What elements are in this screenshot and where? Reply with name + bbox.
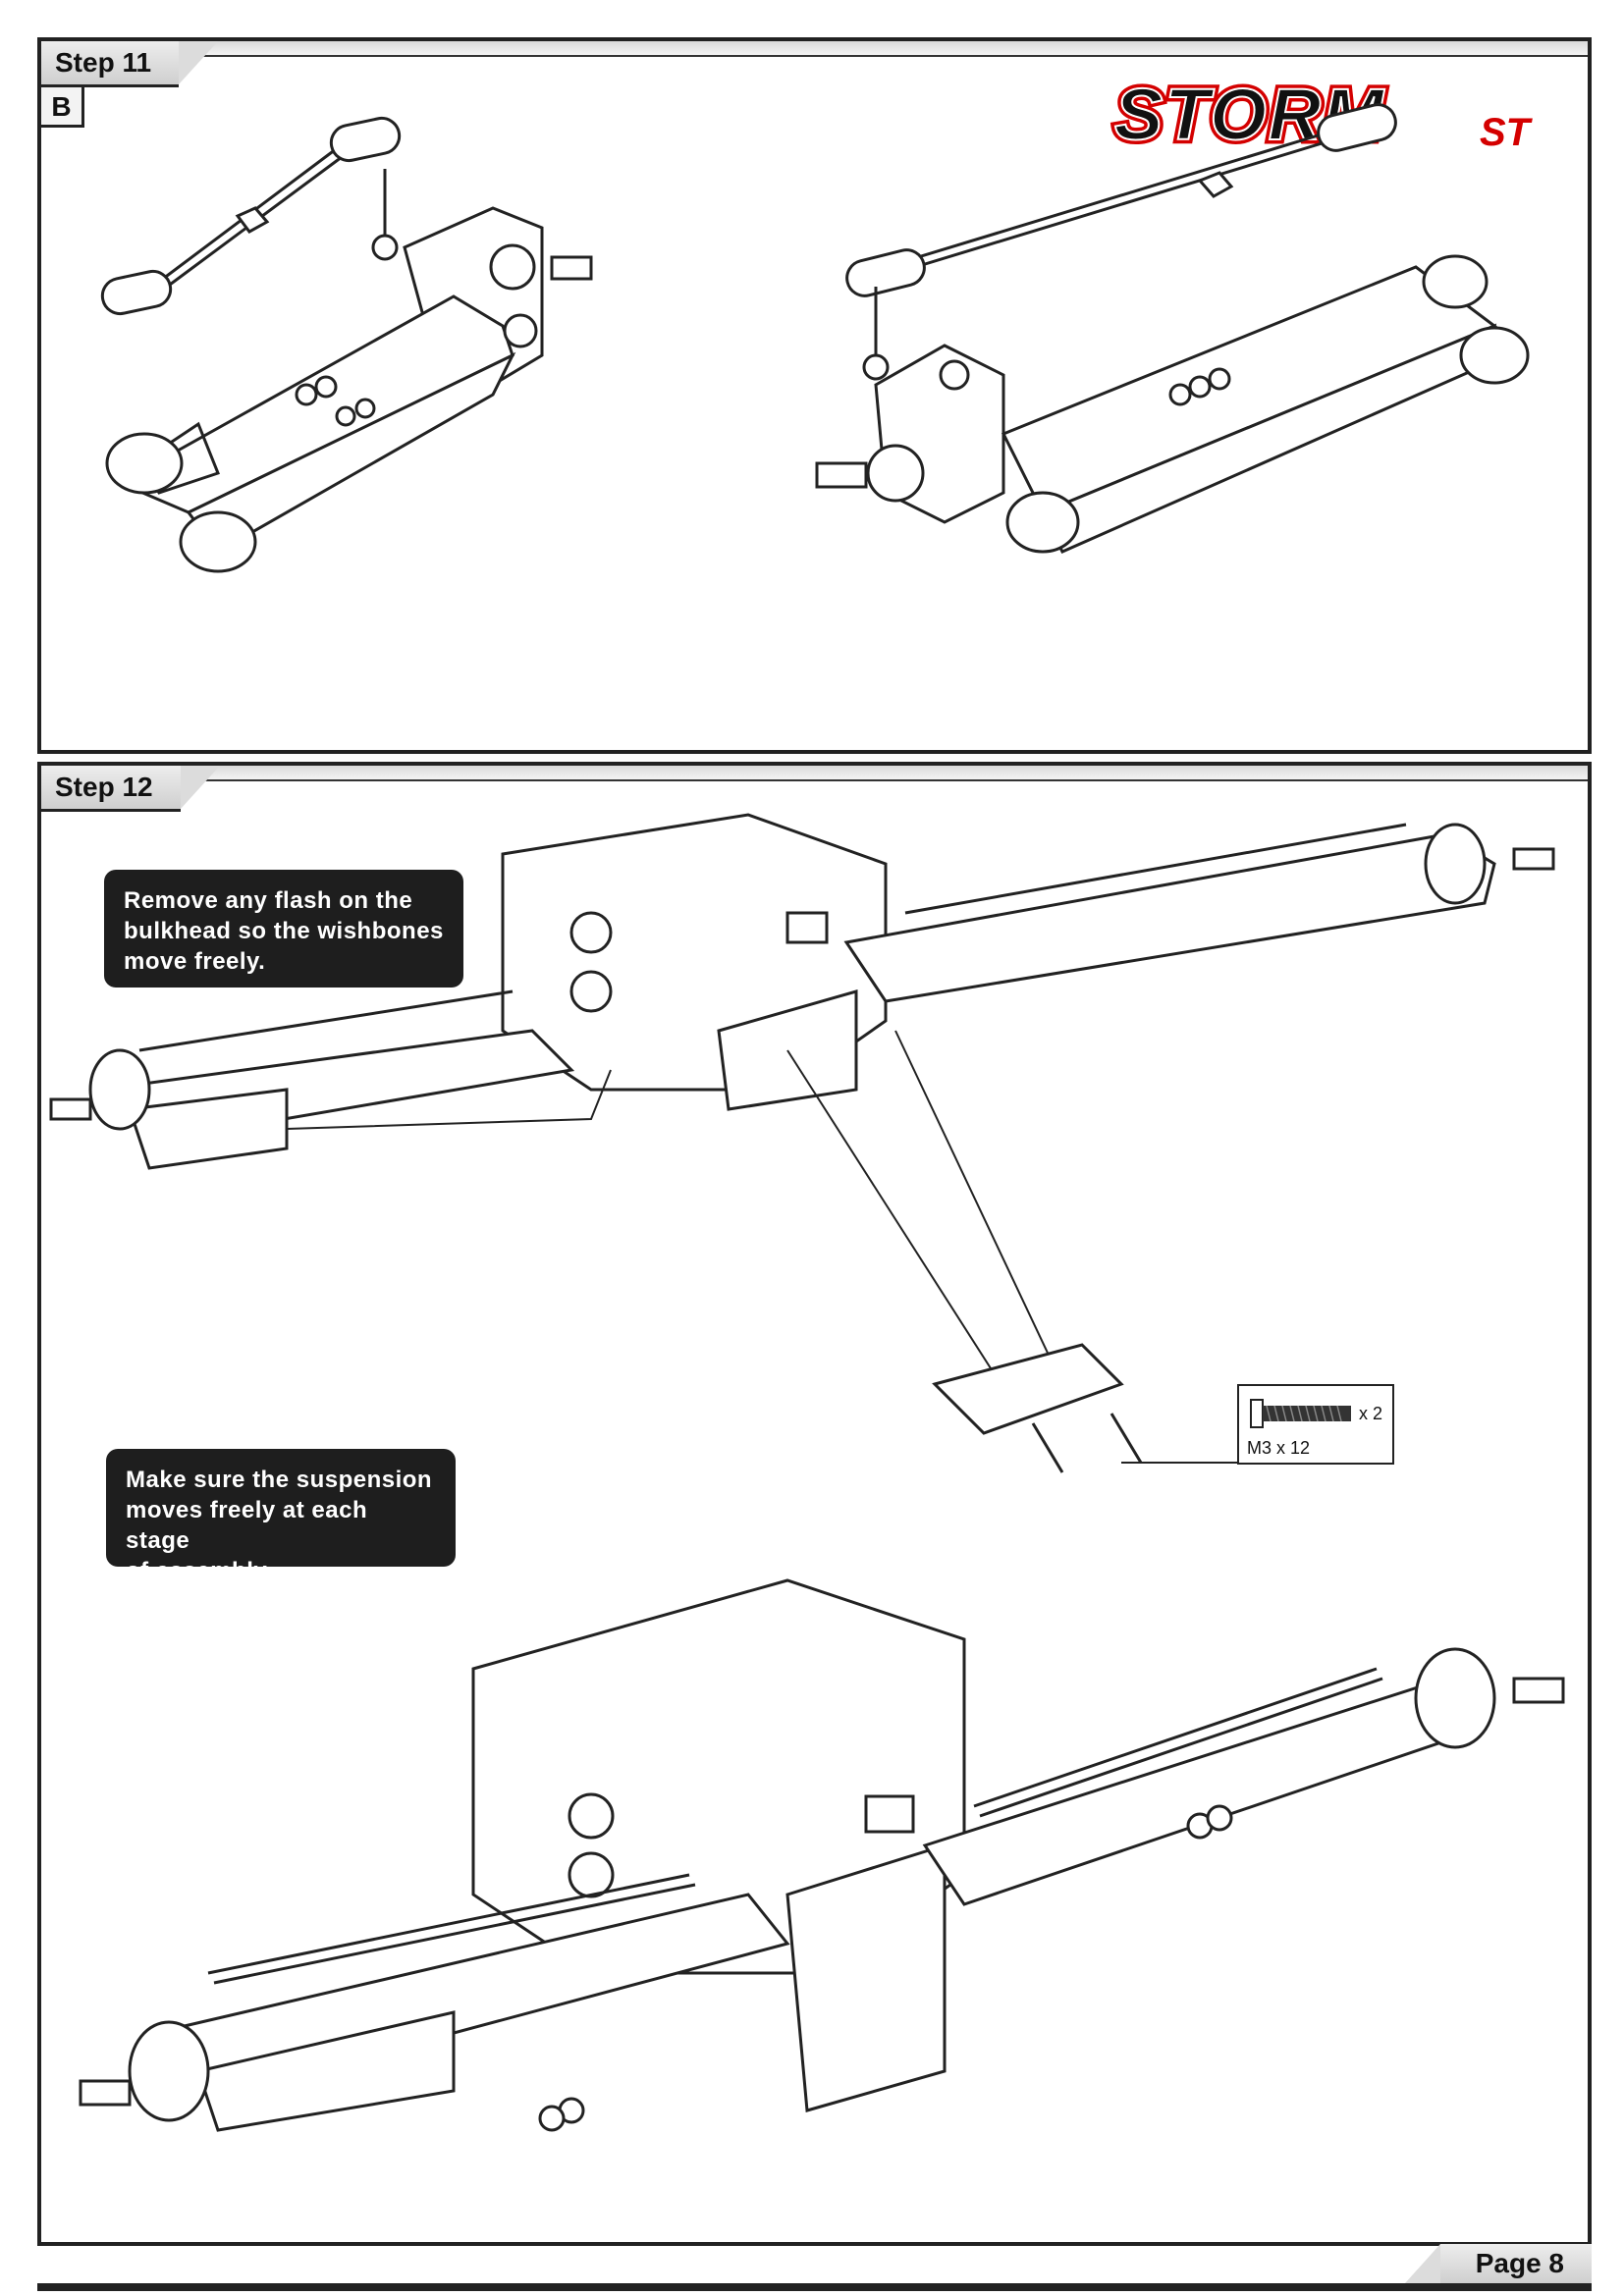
note-line: move freely. — [124, 948, 266, 975]
screw-callout: x 2 M3 x 12 — [1237, 1384, 1394, 1465]
step-11-label: Step 11 — [41, 41, 219, 87]
page-number: Page 8 — [1404, 2244, 1592, 2283]
step-12-assembled-drawing — [79, 1578, 1565, 2132]
step-11-sub-badge: B — [41, 84, 84, 128]
note-line: Remove any flash on the — [124, 887, 413, 914]
note-line: bulkhead so the wishbones — [124, 918, 444, 944]
svg-text:ST: ST — [1480, 111, 1534, 154]
note-suspension-free: Make sure the suspension moves freely at… — [106, 1449, 456, 1584]
screw-size: M3 x 12 — [1247, 1438, 1311, 1458]
note-line: moves freely at each stage — [126, 1497, 368, 1554]
note-line: of assembly. — [126, 1558, 273, 1584]
screw-quantity: x 2 — [1358, 1404, 1382, 1423]
note-remove-flash: Remove any flash on the bulkhead so the … — [104, 870, 463, 988]
step-11-panel: Step 11 B STORM STORM ST — [37, 37, 1592, 754]
footer-bar — [37, 2283, 1592, 2291]
panel-header-bar — [41, 766, 1588, 781]
note-line: Make sure the suspension — [126, 1467, 433, 1493]
step-11-left-assembly-drawing — [100, 116, 593, 573]
step-12-panel: Step 12 Remove any flash on the bulkhead… — [37, 762, 1592, 2246]
screw-icon — [1250, 1399, 1351, 1428]
step-11-right-assembly-drawing — [815, 103, 1530, 554]
page-footer: Page 8 — [37, 2244, 1592, 2291]
step-12-exploded-drawing — [49, 813, 1555, 1473]
panel-header-bar — [41, 41, 1588, 57]
step-12-label: Step 12 — [41, 766, 220, 812]
